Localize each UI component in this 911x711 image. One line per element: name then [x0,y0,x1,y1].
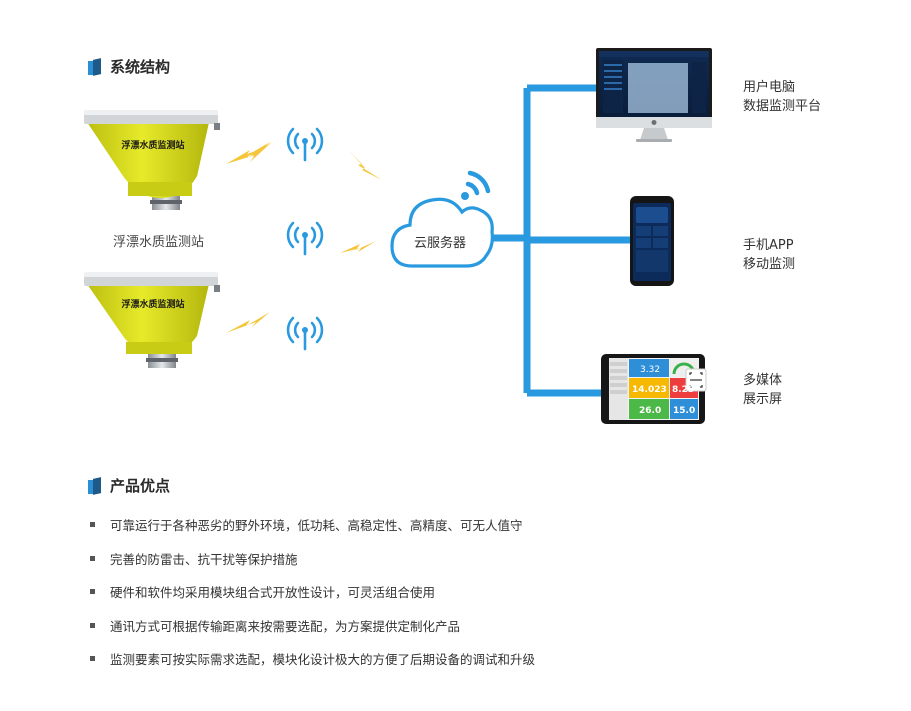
list-item: 完善的防雷击、抗干扰等保护措施 [90,542,535,576]
section-title-advantages: 产品优点 [88,475,170,496]
section-marker-icon [88,476,102,495]
bullet-icon [90,522,95,528]
desktop-monitor [596,48,712,142]
list-item: 硬件和软件均采用模块组合式开放性设计，可灵活组合使用 [90,575,535,609]
cloud-icon [390,197,494,268]
bullet-icon [90,555,95,561]
tablet-value-bottom-left: 26.0 [639,406,661,416]
buoy-body-text-2: 浮漂水质监测站 [121,298,184,310]
device-label-line: 展示屏 [743,392,783,407]
device-label-line: 手机APP [743,238,794,253]
wireless-signal-icon [286,316,324,351]
buoy-body-text: 浮漂水质监测站 [121,139,184,151]
lightning-icon [348,150,382,180]
lightning-icon [226,312,270,333]
phone-device [630,196,674,286]
bullet-icon [90,589,95,595]
advantages-list: 可靠运行于各种恶劣的野外环境，低功耗、高稳定性、高精度、可无人值守 完善的防雷击… [90,508,535,676]
device-label-line: 移动监测 [743,257,796,272]
lightning-icon [340,241,376,253]
section-title-text: 产品优点 [110,477,171,495]
bullet-icon [90,622,95,628]
section-title-structure: 系统结构 [88,56,170,77]
list-item-text: 通讯方式可根据传输距离来按需要选配，为方案提供定制化产品 [110,618,461,634]
list-item-text: 完善的防雷击、抗干扰等保护措施 [110,551,298,567]
tablet-value-bottom-right: 15.0 [673,406,695,416]
buoy-station-bottom [84,272,220,368]
device-label-line: 用户电脑 [743,80,796,95]
list-item-text: 可靠运行于各种恶劣的野外环境，低功耗、高稳定性、高精度、可无人值守 [110,518,523,534]
list-item-text: 硬件和软件均采用模块组合式开放性设计，可灵活组合使用 [110,585,436,601]
list-item: 可靠运行于各种恶劣的野外环境，低功耗、高稳定性、高精度、可无人值守 [90,508,535,542]
section-title-text: 系统结构 [110,58,171,76]
cloud-wifi-icon [461,170,491,200]
section-marker-icon [88,57,102,76]
list-item: 通讯方式可根据传输距离来按需要选配，为方案提供定制化产品 [90,609,535,643]
cloud-server-label: 云服务器 [414,236,467,251]
device-label-phone: 手机APP 移动监测 [743,236,795,274]
wireless-signal-icon [286,127,324,162]
buoy-station-top [84,110,220,210]
tablet-value-right: 8.25 [672,385,694,395]
system-diagram: 浮漂水质监测站 浮漂水质监测站 [84,48,712,424]
station-caption: 浮漂水质监测站 [113,235,205,250]
tablet-value-left: 14.023 [632,385,667,395]
tablet-device [601,354,707,424]
list-item-text: 监测要素可按实际需求选配，模块化设计极大的方便了后期设备的调试和升级 [110,652,536,668]
wireless-signal-icon [286,221,324,256]
lightning-icon [226,142,272,164]
device-label-display: 多媒体 展示屏 [743,371,782,409]
connector-lines [488,84,630,397]
tablet-value-top: 3.32 [640,365,660,375]
bullet-icon [90,656,95,662]
list-item: 监测要素可按实际需求选配，模块化设计极大的方便了后期设备的调试和升级 [90,642,535,676]
device-label-computer: 用户电脑 数据监测平台 [743,78,821,116]
device-label-line: 多媒体 [743,373,783,388]
scan-icon [689,372,703,388]
device-label-line: 数据监测平台 [743,99,822,114]
